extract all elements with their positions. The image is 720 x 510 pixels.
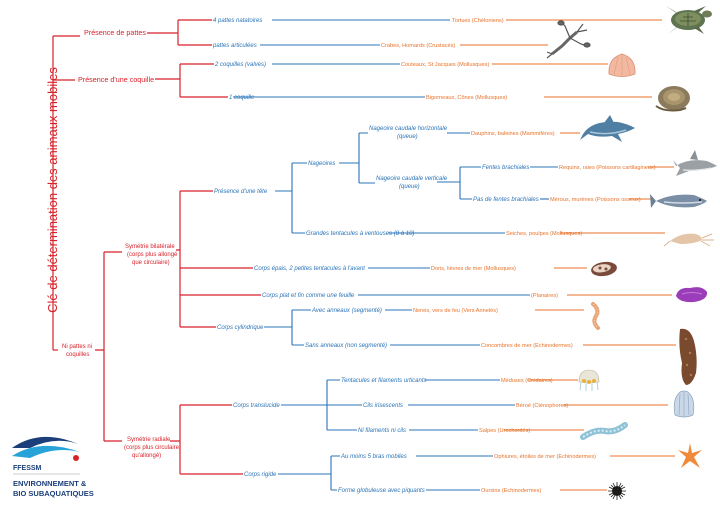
- result-merous: Mérous, murènes (Poissons osseux): [550, 197, 641, 203]
- node-sym-rad-line3: qu'allongé): [132, 453, 161, 459]
- node-tentacules-ventouses: Grandes tentacules à ventouses (8 à 10): [306, 231, 414, 237]
- node-sym-rad-line1: Symétrie radiale: [127, 437, 171, 443]
- squid-icon: [663, 233, 714, 247]
- node-ni-filaments: Ni filaments ni cils: [358, 428, 406, 434]
- starfish-icon: [678, 443, 702, 468]
- node-corps-rigide: Corps rigide: [244, 472, 277, 478]
- result-nereis: Nereis, vers de feu (Vers Annelés): [413, 308, 498, 314]
- node-ni-pattes-line1: Ni pattes ni: [62, 344, 92, 350]
- sea-cucumber-icon: [679, 328, 697, 385]
- turtle-icon: [666, 6, 712, 34]
- node-tentacules-urticants: Tentacules et filaments urticants: [341, 378, 427, 384]
- logo-line2: BIO SUBAQUATIQUES: [13, 489, 94, 498]
- node-sans-anneaux: Sans anneaux (non segmenté): [305, 343, 387, 349]
- node-corps-cylindrique: Corps cylindrique: [217, 325, 264, 331]
- node-corps-translucide: Corps translucide: [233, 403, 280, 409]
- node-corps-epais: Corps épais, 2 petites tentacules à l'av…: [254, 266, 365, 272]
- node-cils: Cils irisescents: [363, 403, 403, 409]
- node-pattes-natatoires: 4 pattes natatoires: [213, 18, 262, 24]
- node-sym-rad-line2: (corps plus circulaire: [124, 445, 180, 451]
- node-caudale-vert-line1: Nageoire caudale verticale: [376, 176, 448, 182]
- node-caudale-vert-line2: (queue): [399, 184, 420, 190]
- node-presence-coquille: Présence d'une coquille: [78, 75, 154, 84]
- node-corps-plat: Corps plat et fin comme une feuille: [262, 293, 355, 299]
- result-crabes: Crabes, Homards (Crustacés): [381, 43, 455, 49]
- node-sym-bilat-line3: que circulaire): [132, 260, 170, 266]
- nudibranch-icon: [591, 261, 617, 277]
- node-presence-tete: Présence d'une tête: [214, 189, 268, 195]
- node-caudale-horiz-line2: (queue): [397, 134, 418, 140]
- logo-acronym: FFESSM: [13, 465, 42, 472]
- shark-icon: [673, 150, 717, 176]
- node-avec-anneaux: Avec anneaux (segmenté): [311, 308, 382, 314]
- fish-icon: [650, 194, 707, 208]
- result-doris: Doris, lièvres de mer (Mollusques): [431, 266, 516, 272]
- annelid-icon: [591, 302, 600, 330]
- level2-branches: [233, 19, 558, 491]
- result-couteaux: Couteaux, St Jacques (Mollusques): [401, 62, 489, 68]
- node-deux-coquilles: 2 coquilles (valves): [214, 62, 266, 68]
- lobster-icon: [546, 20, 591, 59]
- node-pattes-articulees: pattes articulées: [212, 43, 257, 49]
- dolphin-icon: [580, 115, 635, 142]
- logo-line1: ENVIRONNEMENT &: [13, 479, 87, 488]
- result-concombres: Concombres de mer (Echinodermes): [481, 343, 573, 349]
- result-meduses: Méduses (Cnidaires): [501, 378, 553, 384]
- node-sym-bilat-line1: Symétrie bilatérale: [125, 244, 175, 250]
- node-ni-pattes-line2: coquilles: [66, 352, 89, 358]
- node-nageoires: Nageoires: [308, 161, 335, 167]
- node-caudale-horiz-line1: Nageoire caudale horizontale: [369, 126, 448, 132]
- result-lines: [460, 19, 676, 491]
- result-planaires: (Planaires): [531, 293, 558, 299]
- scallop-icon: [608, 53, 636, 77]
- node-presence-pattes: Présence de pattes: [84, 28, 146, 37]
- node-cinq-bras: Au moins 5 bras mobiles: [340, 454, 407, 460]
- result-salpes: Salpes (Urochordés): [479, 428, 530, 434]
- result-dauphins: Dauphins, baleines (Mammifères): [471, 131, 555, 137]
- result-bigorneaux: Bigorneaux, Cônes (Mollusques): [426, 95, 507, 101]
- result-beroe: Béroé (Cténophores): [516, 403, 568, 409]
- node-une-coquille: 1 coquille: [229, 95, 255, 101]
- result-oursins: Oursins (Echinodermes): [481, 488, 541, 494]
- node-globuleuse: Forme globuleuse avec piquants: [338, 488, 425, 494]
- result-requins: Requins, raies (Poissons cartilagineux): [559, 165, 656, 171]
- node-pas-fentes: Pas de fentes brachiales: [473, 197, 539, 203]
- result-seiches: Seiches, poulpes (Mollusques): [506, 231, 582, 237]
- sea-urchin-icon: [608, 482, 626, 500]
- level1-branches: [52, 19, 261, 475]
- jellyfish-icon: [578, 369, 600, 391]
- flatworm-icon: [676, 287, 708, 303]
- ffessm-logo: FFESSM ENVIRONNEMENT & BIO SUBAQUATIQUES: [12, 436, 94, 498]
- salp-icon: [580, 422, 628, 440]
- node-fentes: Fentes brachiales: [482, 165, 529, 171]
- result-ophiures: Ophiures, étoiles de mer (Echinodermes): [494, 454, 596, 460]
- snail-icon: [655, 86, 690, 112]
- result-tortues: Tortues (Chéloniens): [452, 18, 504, 24]
- node-sym-bilat-line2: (corps plus allongé: [127, 252, 178, 258]
- comb-jelly-icon: [673, 390, 695, 418]
